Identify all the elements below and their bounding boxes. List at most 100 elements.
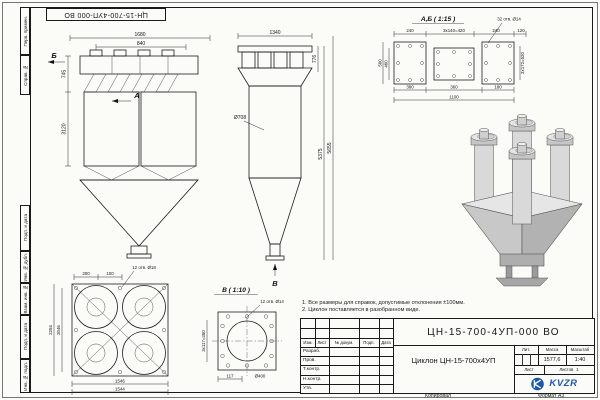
kvzr-logo-text: KVZR — [549, 378, 578, 389]
side-view-drawing — [237, 45, 313, 261]
dim-1340: 1340 — [269, 30, 280, 36]
plan-drawing — [71, 283, 169, 377]
margin-label: Взам. инв. № — [22, 284, 28, 314]
kvzr-logo-icon — [531, 377, 545, 390]
view-v-title-text: В ( 1:10 ) — [222, 287, 250, 294]
plan-view: 12 отв. Ø18 200 100 2254 2046 1546 1544 — [48, 265, 169, 395]
view-v-drawing — [212, 306, 282, 376]
dim-1546: 1546 — [115, 379, 125, 384]
dim-745: 745 — [62, 70, 68, 79]
lit-label: Лит. — [522, 347, 530, 352]
section-view-ab: А,Б ( 1:15 ) 32 отв. Ø14 240 3х140=420 2… — [378, 16, 527, 103]
margin-box-sprav: Справ. № — [20, 55, 30, 95]
cyclone-left — [470, 128, 498, 213]
sheets-label: Листов — [559, 367, 574, 372]
stamp-text: ЦН-15-700-4УП-000 ВО — [64, 11, 148, 18]
dim-5655: 5655 — [327, 142, 333, 153]
view-arrow-a: А — [112, 91, 140, 103]
dim-3x117: 3х117=350 — [201, 330, 206, 352]
margin-label: Инв. № дубл. — [22, 252, 28, 282]
mass-value: 1577,6 — [543, 356, 561, 363]
dim-1100: 1100 — [449, 95, 459, 100]
mass-label: Масса — [545, 347, 559, 352]
hopper — [461, 189, 583, 287]
col-izm: Изм. — [303, 339, 313, 345]
margin-box-podp-data-1: Подп. и дата — [20, 205, 30, 251]
dim-180: 180 — [494, 85, 502, 90]
front-view-drawing — [79, 49, 199, 259]
dim-dia-400: Ø400 — [255, 374, 266, 379]
view-label-b: Б — [51, 51, 57, 60]
margin-label: Перв. примен. — [22, 15, 28, 47]
top-left-stamp: ЦН-15-700-4УП-000 ВО — [46, 8, 166, 21]
plan-dimensions: 200 100 2254 2046 1546 1544 — [48, 271, 169, 395]
dim-3x140: 3х140=420 — [443, 28, 465, 33]
dim-3120: 3120 — [62, 123, 68, 134]
cyclone-right — [546, 128, 574, 213]
col-podp: Подп. — [363, 339, 375, 345]
view-v-title: В ( 1:10 ) — [214, 287, 258, 295]
dim-560: 560 — [378, 59, 383, 67]
front-view-dimensions: 1680 840 745 3120 — [62, 32, 211, 167]
dim-840: 840 — [137, 41, 146, 47]
cyclone-front — [508, 142, 536, 225]
dim-dia-708: Ø708 — [234, 115, 246, 121]
scale-value: 1:40 — [574, 356, 586, 363]
col-dokum: № докум. — [334, 339, 354, 345]
dim-360: 360 — [450, 85, 458, 90]
holes-12-18-label: 12 отв. Ø18 — [132, 265, 156, 270]
dim-3x172: 3х172=520 — [520, 52, 525, 74]
dim-2046: 2046 — [56, 325, 61, 335]
view-v-holes-callout: 12 отв. Ø14 — [245, 299, 284, 319]
sheets-value: 1 — [576, 367, 579, 372]
section-dimensions: 240 3х140=420 240 120 560 460 3х172=520 … — [378, 28, 527, 103]
margin-box-podp-data-2: Подп. и дата — [20, 315, 30, 359]
dim-240-left: 240 — [406, 28, 414, 33]
dim-460: 460 — [384, 60, 389, 68]
isometric-view — [461, 114, 583, 287]
section-holes-callout: 32 отв. Ø14 — [487, 17, 521, 44]
holes-32-label: 32 отв. Ø14 — [497, 17, 521, 22]
dim-100: 100 — [106, 271, 114, 276]
role-razrab: Разраб. — [303, 348, 321, 354]
scale-label: Масштаб — [570, 347, 590, 352]
role-prov: Пров. — [303, 358, 316, 364]
margin-box-inv-podl: Инв. № подл. — [20, 359, 30, 393]
title-block: Изм. Лист № докум. Подп. Дата Разраб. Пр… — [300, 318, 595, 394]
front-view: 1680 840 745 3120 Б А — [48, 32, 211, 259]
dim-120: 120 — [517, 28, 525, 33]
doc-name: Циклон ЦН-15-700х4УП — [411, 355, 496, 365]
notes: 1. Все размеры для справок, допустимые о… — [302, 300, 472, 314]
sheet-label: Лист — [524, 367, 534, 372]
dim-117: 117 — [227, 374, 235, 379]
section-title: А,Б ( 1:15 ) — [412, 16, 464, 24]
role-tkontr: Т.контр. — [303, 367, 321, 373]
footer-copied: Копировал — [425, 393, 451, 399]
role-nkontr: Н.контр. — [303, 376, 322, 382]
margin-label: Инв. № подл. — [22, 361, 28, 391]
margin-label: Подп. и дата — [22, 214, 28, 242]
dim-1544: 1544 — [115, 387, 125, 392]
margin-box-perv-primen: Перв. примен. — [20, 7, 30, 55]
sheets-cell: Листов 1 — [544, 365, 594, 374]
margin-box-vzam-inv: Взам. инв. № — [20, 283, 30, 315]
margin-label: Справ. № — [22, 64, 28, 86]
dim-5375: 5375 — [318, 148, 324, 159]
section-drawing — [393, 41, 515, 85]
dim-2254: 2254 — [48, 325, 53, 335]
dim-380: 380 — [406, 85, 414, 90]
view-label-a: А — [133, 91, 139, 100]
doc-code: ЦН-15-700-4УП-000 ВО — [427, 326, 560, 338]
side-view: 1340 776 5375 5655 Ø708 В — [234, 30, 334, 288]
dim-776: 776 — [312, 55, 318, 64]
margin-label: Подп. и дата — [22, 323, 28, 351]
dim-240-right: 240 — [492, 28, 500, 33]
bottom-flange-view-v: В ( 1:10 ) 12 отв. Ø14 3х117=350 117 Ø40… — [201, 287, 284, 382]
view-label-v: В — [272, 279, 278, 288]
note-line-2: 2. Циклон поставляется в разобранном вид… — [302, 307, 420, 314]
view-arrow-b: Б — [48, 51, 65, 64]
margin-box-inv-dubl: Инв. № дубл. — [20, 251, 30, 283]
role-utv: Утв. — [303, 385, 313, 391]
